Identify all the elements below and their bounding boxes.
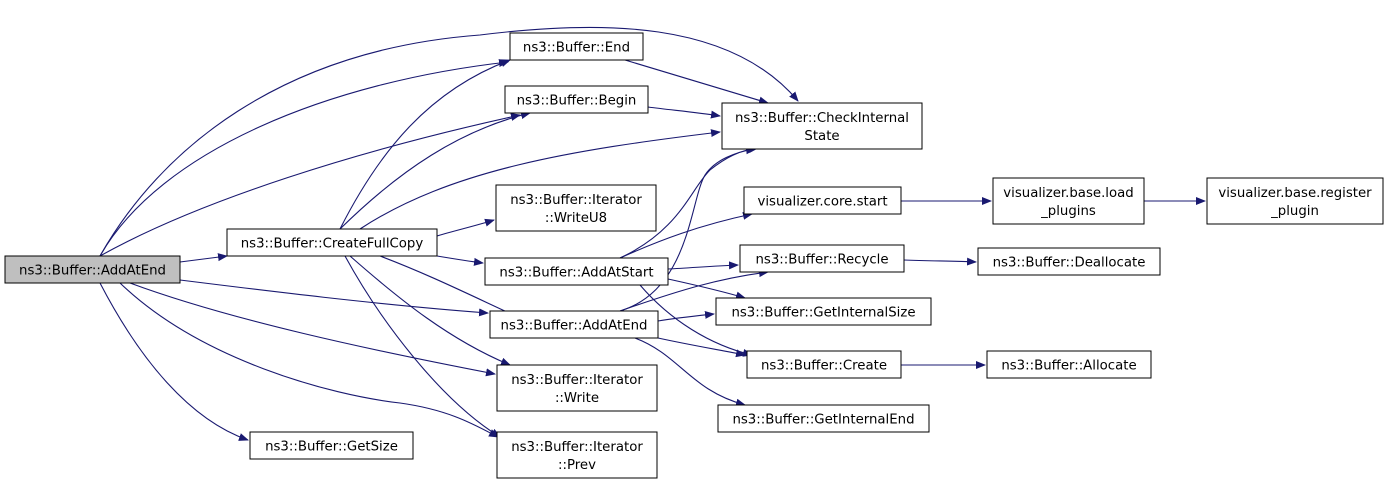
call-edge-createFullCopy-to-begin — [339, 111, 531, 230]
node-box — [504, 85, 649, 114]
node-label: ::Prev — [558, 458, 596, 473]
call-edge-addAtEndRoot-to-checkInternalState — [99, 26, 799, 257]
call-edges — [99, 26, 1206, 441]
node-label: State — [804, 129, 839, 144]
node-box — [509, 32, 644, 61]
call-edge-addAtEnd-to-create — [657, 337, 746, 358]
node-label: ns3::Buffer::AddAtEnd — [19, 264, 166, 279]
node-label: ns3::Buffer::GetInternalSize — [731, 306, 915, 321]
call-edge-createFullCopy-to-addAtStart — [436, 255, 484, 266]
function-node-end[interactable]: ns3::Buffer::End — [509, 32, 644, 61]
call-edge-addAtEndRoot-to-addAtEnd — [179, 279, 489, 317]
function-node-vizRegisterPlugin[interactable]: visualizer.base.register _plugin — [1206, 177, 1384, 225]
node-box — [715, 297, 932, 326]
node-box — [717, 404, 930, 433]
node-box — [992, 177, 1145, 225]
function-node-getInternalSize[interactable]: ns3::Buffer::GetInternalSize — [715, 297, 932, 326]
node-label: ns3::Buffer::End — [523, 41, 630, 56]
function-node-getSize[interactable]: ns3::Buffer::GetSize — [249, 431, 414, 460]
call-edge-createFullCopy-to-iterPrev — [344, 255, 501, 438]
call-edge-addAtEndRoot-to-getSize — [99, 282, 249, 441]
function-node-create[interactable]: ns3::Buffer::Create — [746, 350, 902, 379]
function-node-begin[interactable]: ns3::Buffer::Begin — [504, 85, 649, 114]
call-edge-createFullCopy-to-addAtEnd — [379, 255, 521, 319]
node-box — [249, 431, 414, 460]
function-node-addAtEndRoot[interactable]: ns3::Buffer::AddAtEnd — [4, 255, 181, 284]
node-label: _plugins — [1040, 204, 1096, 219]
call-edge-addAtEnd-to-getInternalSize — [657, 310, 715, 322]
call-edge-addAtEnd-to-recycle — [619, 269, 769, 312]
call-edge-addAtEndRoot-to-createFullCopy — [179, 253, 228, 263]
node-label: ns3::Buffer::AddAtStart — [499, 266, 653, 281]
node-box — [746, 350, 902, 379]
function-node-getInternalEnd[interactable]: ns3::Buffer::GetInternalEnd — [717, 404, 930, 433]
call-edge-createFullCopy-to-end — [339, 59, 511, 230]
function-node-iterPrev[interactable]: ns3::Buffer::Iterator::Prev — [496, 431, 658, 479]
node-label: ns3::Buffer::CheckInternal — [735, 111, 909, 126]
node-label: _plugin — [1270, 204, 1319, 219]
call-edge-addAtEndRoot-to-iterWrite — [129, 282, 496, 377]
node-label: visualizer.core.start — [757, 195, 887, 210]
node-label: visualizer.base.register — [1218, 186, 1372, 201]
call-edge-end-to-checkInternalState — [624, 59, 769, 105]
call-edge-createFullCopy-to-checkInternalState — [359, 129, 721, 230]
node-box — [496, 431, 658, 479]
call-edge-addAtStart-to-vizCoreStart — [619, 211, 753, 259]
function-node-allocate[interactable]: ns3::Buffer::Allocate — [986, 350, 1152, 379]
function-node-vizCoreStart[interactable]: visualizer.core.start — [743, 186, 902, 215]
node-label: ::WriteU8 — [545, 211, 607, 226]
node-box — [721, 102, 923, 150]
node-box — [743, 186, 902, 215]
node-label: ns3::Buffer::CreateFullCopy — [241, 237, 424, 252]
node-box — [4, 255, 181, 284]
node-label: visualizer.base.load — [1003, 186, 1133, 201]
node-label: ns3::Buffer::Deallocate — [993, 256, 1146, 271]
call-edge-createFullCopy-to-iterWrite — [349, 255, 511, 366]
node-label: ns3::Buffer::Iterator — [511, 440, 643, 455]
call-edge-addAtStart-to-recycle — [667, 261, 739, 270]
call-edge-addAtEndRoot-to-iterPrev — [119, 282, 499, 438]
function-node-vizLoadPlugins[interactable]: visualizer.base.load _plugins — [992, 177, 1145, 225]
node-box — [226, 228, 438, 257]
function-nodes: ns3::Buffer::AddAtEndns3::Buffer::Create… — [4, 32, 1384, 479]
call-edge-addAtStart-to-getInternalSize — [667, 278, 746, 300]
node-label: ns3::Buffer::AddAtEnd — [501, 319, 648, 334]
node-label: ns3::Buffer::Create — [761, 359, 887, 374]
node-box — [496, 364, 658, 412]
call-edge-addAtEnd-to-checkInternalState — [619, 146, 756, 312]
function-node-recycle[interactable]: ns3::Buffer::Recycle — [739, 244, 905, 273]
call-edge-recycle-to-deallocate — [903, 257, 977, 266]
node-label: ns3::Buffer::GetInternalEnd — [732, 413, 914, 428]
function-node-deallocate[interactable]: ns3::Buffer::Deallocate — [977, 247, 1161, 276]
node-label: ns3::Buffer::GetSize — [265, 440, 398, 455]
node-label: ns3::Buffer::Begin — [517, 94, 637, 109]
node-label: ns3::Buffer::Iterator — [511, 373, 643, 388]
node-box — [977, 247, 1161, 276]
node-box — [739, 244, 905, 273]
function-node-iterWriteU8[interactable]: ns3::Buffer::Iterator::WriteU8 — [495, 184, 657, 232]
node-box — [495, 184, 657, 232]
node-box — [986, 350, 1152, 379]
node-box — [489, 310, 659, 339]
call-edge-addAtEndRoot-to-begin — [99, 113, 521, 257]
call-edge-begin-to-checkInternalState — [647, 106, 721, 119]
node-label: ns3::Buffer::Recycle — [755, 253, 888, 268]
call-edge-createFullCopy-to-iterWriteU8 — [436, 218, 495, 237]
function-node-addAtStart[interactable]: ns3::Buffer::AddAtStart — [484, 257, 669, 286]
node-box — [1206, 177, 1384, 225]
function-node-addAtEnd[interactable]: ns3::Buffer::AddAtEnd — [489, 310, 659, 339]
function-node-createFullCopy[interactable]: ns3::Buffer::CreateFullCopy — [226, 228, 438, 257]
node-label: ns3::Buffer::Iterator — [510, 193, 642, 208]
call-edge-addAtEndRoot-to-end — [99, 59, 509, 257]
node-label: ns3::Buffer::Allocate — [1001, 359, 1136, 374]
node-label: ::Write — [555, 391, 599, 406]
function-node-iterWrite[interactable]: ns3::Buffer::Iterator::Write — [496, 364, 658, 412]
node-box — [484, 257, 669, 286]
call-edge-addAtEnd-to-getInternalEnd — [634, 337, 746, 407]
